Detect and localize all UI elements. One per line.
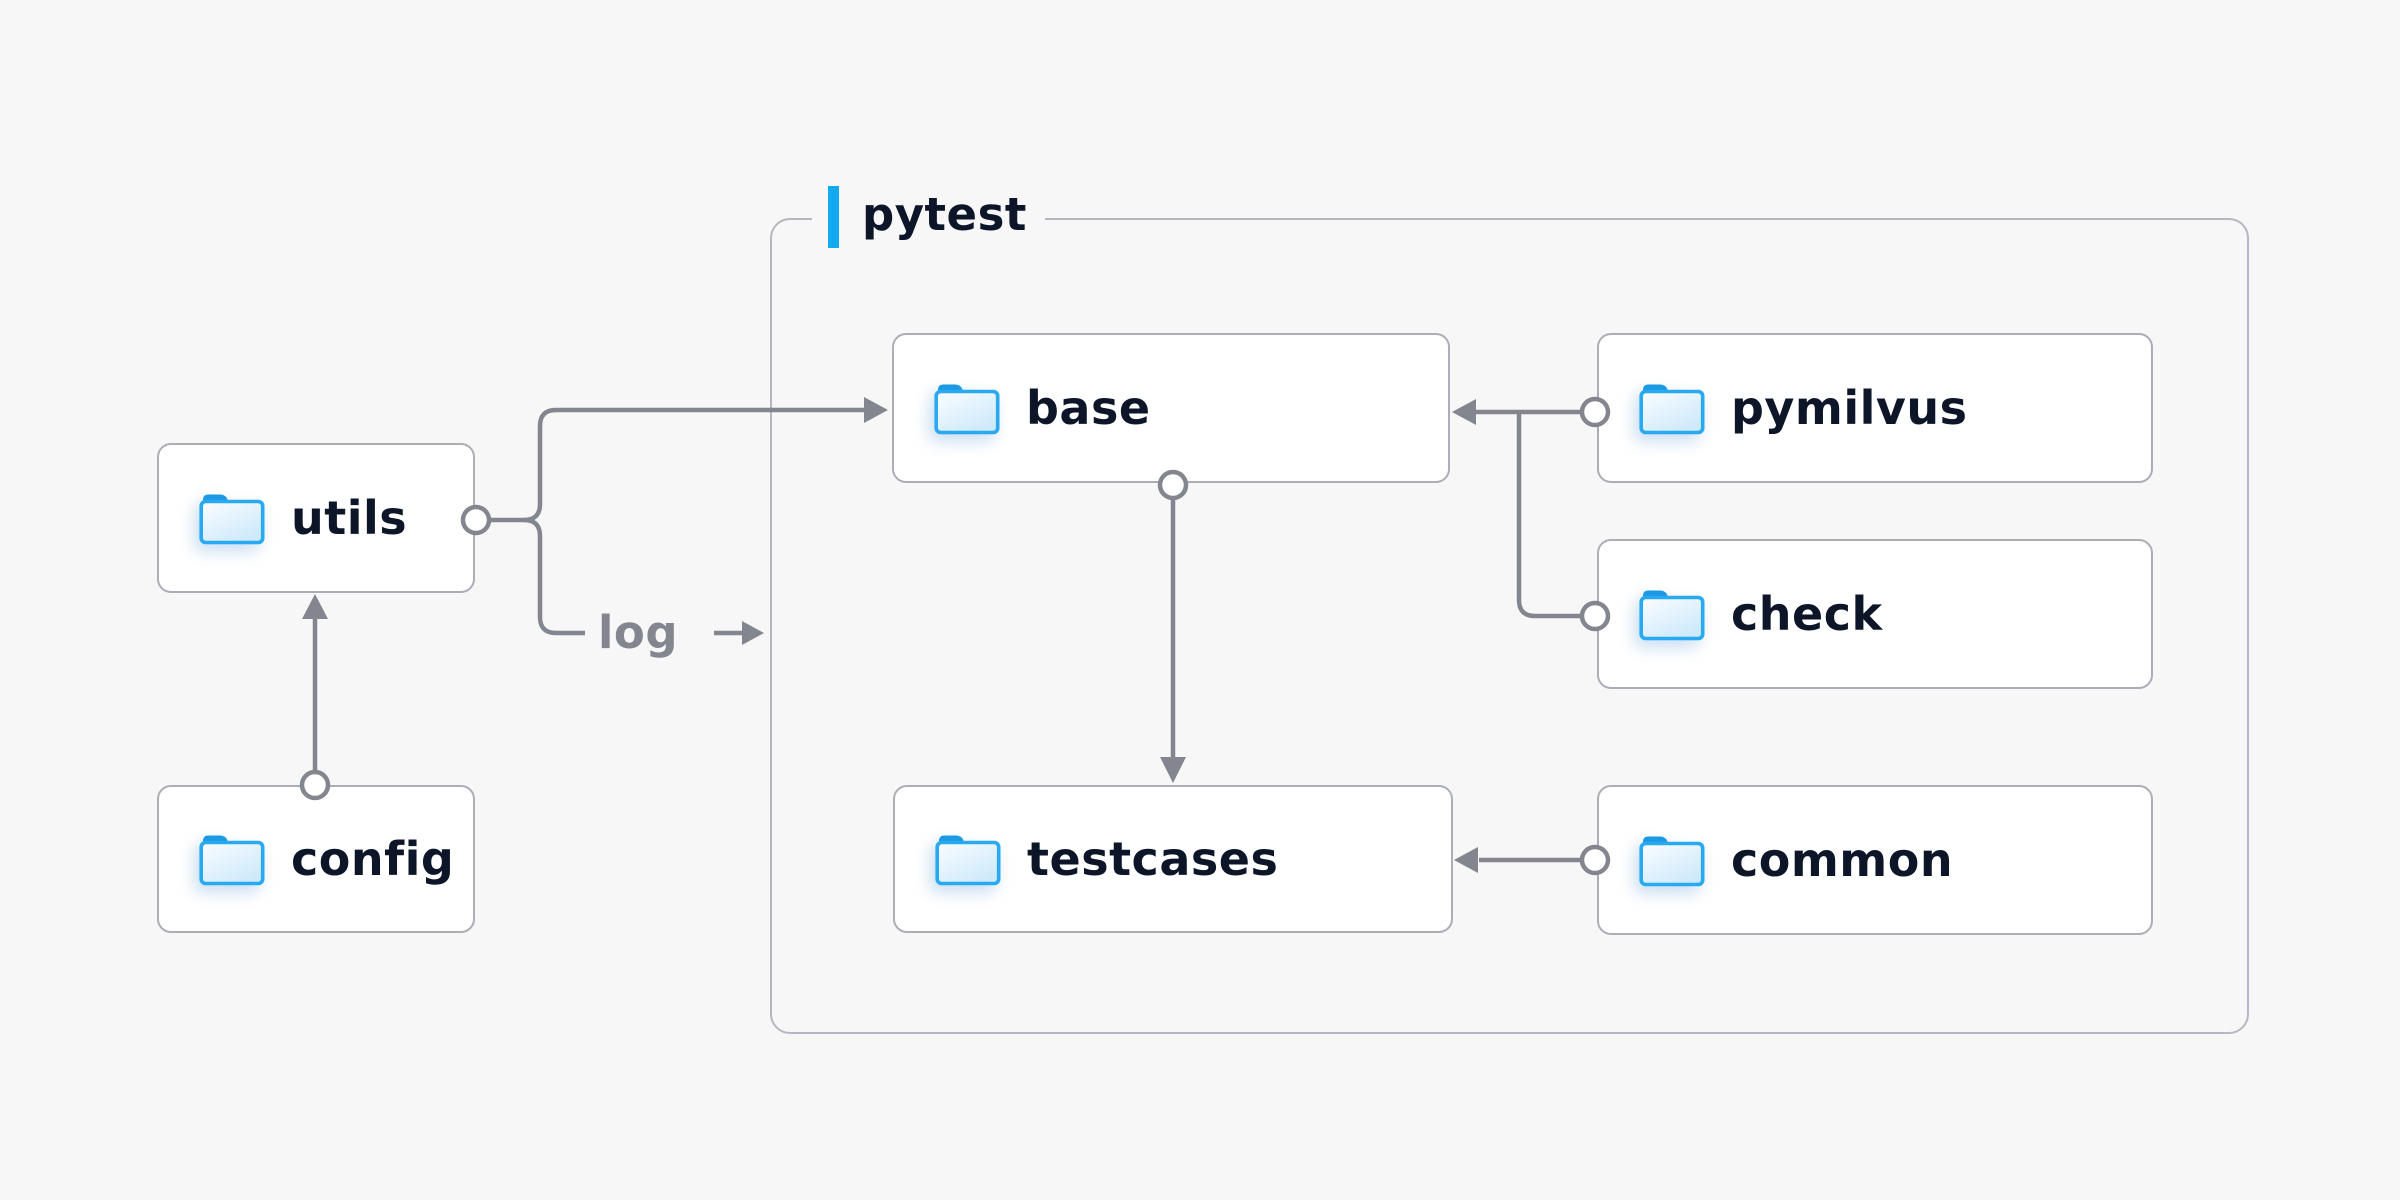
folder-icon xyxy=(1639,590,1705,641)
node-label: common xyxy=(1731,833,1954,887)
arrowhead-into-group xyxy=(742,621,764,645)
folder-icon xyxy=(199,494,265,545)
node-common: common xyxy=(1597,785,2153,935)
node-utils: utils xyxy=(157,443,475,593)
folder-icon xyxy=(934,384,1000,435)
edge-utils-log xyxy=(523,517,585,636)
folder-icon xyxy=(1639,836,1705,887)
folder-icon xyxy=(1639,384,1705,435)
folder-icon xyxy=(935,835,1001,886)
node-label: check xyxy=(1731,587,1883,641)
node-label: pymilvus xyxy=(1731,381,1968,435)
node-base: base xyxy=(892,333,1450,483)
node-pymilvus: pymilvus xyxy=(1597,333,2153,483)
node-label: utils xyxy=(291,491,408,545)
log-edge-label: log xyxy=(598,606,679,659)
accent-bar xyxy=(828,186,839,248)
folder-icon xyxy=(199,835,265,886)
arrowhead-into-utils xyxy=(302,594,328,619)
pytest-group-legend: pytest xyxy=(812,185,1045,249)
pytest-group-label: pytest xyxy=(862,187,1027,241)
node-label: testcases xyxy=(1027,832,1279,886)
node-check: check xyxy=(1597,539,2153,689)
pytest-group-box xyxy=(770,218,2249,1034)
node-label: base xyxy=(1026,381,1151,435)
node-label: config xyxy=(291,832,455,886)
node-config: config xyxy=(157,785,475,933)
node-testcases: testcases xyxy=(893,785,1453,933)
